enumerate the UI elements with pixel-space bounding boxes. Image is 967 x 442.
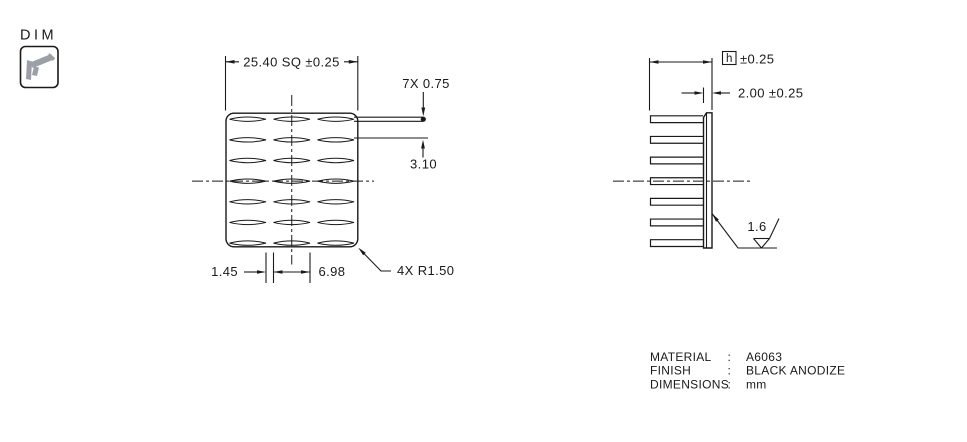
- surface-roughness-text: 1.6: [747, 219, 766, 234]
- surface-finish-icon: [753, 218, 780, 249]
- fin-slot: [317, 219, 355, 226]
- caliper-icon: [26, 53, 55, 80]
- fin-slot: [229, 157, 267, 164]
- arrowhead-left: [273, 270, 283, 274]
- arrowhead-right: [257, 270, 266, 274]
- tool-icon-box[interactable]: [19, 45, 59, 89]
- dim-height-tolerance-text: ±0.25: [740, 52, 774, 67]
- fin-slot: [317, 116, 355, 122]
- note-value: mm: [746, 377, 767, 391]
- base-plate-outline: [702, 112, 713, 249]
- note-value: BLACK ANODIZE: [746, 364, 845, 378]
- dim-square-text: 25.40 SQ ±0.25: [243, 54, 340, 69]
- dim-row-offset-text: 3.10: [410, 157, 437, 172]
- side-view: h ±0.25 2.00 ±0.25 1.6: [613, 50, 803, 249]
- fin-profile: [649, 156, 703, 165]
- fin-profile: [649, 218, 703, 227]
- fin-profile: [649, 239, 703, 248]
- arrowhead-surface: [712, 213, 719, 222]
- dim-slot-width-text: 7X 0.75: [402, 76, 450, 91]
- arrowhead-right: [348, 60, 358, 64]
- arrowhead-right: [301, 270, 310, 274]
- variable-dimension-box: [721, 50, 737, 66]
- note-label: FINISH: [650, 364, 691, 378]
- arrowhead-right: [703, 60, 712, 64]
- fin-slot: [317, 157, 355, 164]
- arrowhead-left: [225, 60, 235, 64]
- notes-block: MATERIAL : A6063 FINISH : BLACK ANODIZE …: [650, 350, 845, 391]
- arrowhead-up: [421, 139, 425, 149]
- leader-line: [711, 213, 777, 249]
- fin-slot: [273, 116, 311, 122]
- arrowhead-corner: [358, 247, 366, 256]
- arrowhead-down: [421, 107, 426, 117]
- fin-slot: [273, 137, 311, 143]
- dim-corner-radius-text: 4X R1.50: [397, 263, 454, 278]
- note-colon: :: [728, 364, 732, 378]
- fin-slot: [229, 219, 267, 226]
- header: DIM: [19, 28, 59, 89]
- fin-slot: [317, 240, 355, 246]
- dim-slot-length-text: 6.98: [319, 264, 346, 279]
- fin-slot: [317, 137, 355, 143]
- fin-slot: [273, 157, 311, 164]
- fin-slot: [273, 178, 311, 184]
- note-label: MATERIAL: [650, 350, 712, 364]
- note-value: A6063: [746, 350, 782, 364]
- fin-slot: [317, 199, 355, 205]
- leader-dot: [420, 116, 426, 122]
- dimension-text-mask: [239, 54, 344, 69]
- fin-slot: [273, 219, 311, 226]
- fin-profile: [649, 115, 703, 124]
- arrowhead-left: [712, 91, 721, 95]
- fin-profile: [649, 177, 703, 186]
- note-colon: :: [728, 350, 732, 364]
- leader-line: [360, 249, 391, 272]
- dim-gap-text: 1.45: [211, 264, 238, 279]
- fin-slot: [229, 199, 267, 205]
- fin-slot: [229, 137, 267, 143]
- note-label: DIMENSIONS: [650, 377, 729, 391]
- fin-slot: [273, 199, 311, 205]
- fin-profiles: [649, 115, 703, 248]
- arrowhead-right: [694, 91, 704, 95]
- fin-profile: [649, 197, 703, 206]
- dim-base-thickness-text: 2.00 ±0.25: [738, 85, 803, 100]
- fin-slot: [273, 240, 311, 246]
- fin-slot: [229, 116, 267, 122]
- fin-profile: [649, 135, 703, 144]
- top-view: 25.40 SQ ±0.25 7X 0.75 3.10 1.45 6.98 4X…: [192, 54, 454, 283]
- dim-height-label-text: h: [726, 53, 732, 65]
- page-title: DIM: [20, 28, 57, 44]
- arrowhead-left: [649, 60, 659, 64]
- fin-slot: [229, 240, 267, 246]
- note-colon: :: [728, 377, 732, 391]
